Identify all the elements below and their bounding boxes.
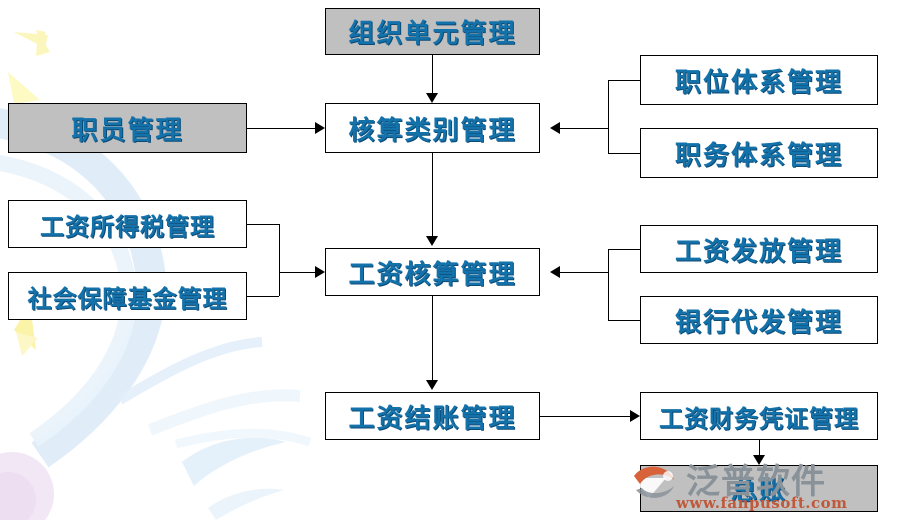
yellow-triangle-icon <box>8 72 40 104</box>
edge-salary-voucher-to-general-ledger <box>759 440 760 455</box>
yellow-triangle-icon <box>14 32 48 48</box>
node-accounting-category[interactable]: 核算类别管理 <box>325 103 540 153</box>
edge-right-top-bracket <box>608 80 609 153</box>
arrowhead-down-icon <box>753 455 765 465</box>
node-bank-payroll[interactable]: 银行代发管理 <box>640 296 878 344</box>
edge-staff-to-accounting-category <box>247 128 315 129</box>
edge-bank-payroll-stub <box>608 320 640 321</box>
node-social-fund[interactable]: 社会保障基金管理 <box>8 272 247 320</box>
arrowhead-right-icon <box>315 266 325 278</box>
edge-right-bottom-to-salary-accounting <box>560 272 608 273</box>
lavender-circle-icon <box>0 452 54 520</box>
node-salary-settlement[interactable]: 工资结账管理 <box>325 392 540 440</box>
node-salary-voucher[interactable]: 工资财务凭证管理 <box>640 392 878 440</box>
arrowhead-left-icon <box>550 122 560 134</box>
edge-accounting-category-to-salary-accounting <box>432 153 433 236</box>
blue-swoosh-icon <box>174 428 312 449</box>
edge-left-bottom-bracket <box>279 224 280 296</box>
edge-right-top-to-accounting-category <box>560 128 608 129</box>
node-general-ledger[interactable]: 总账 <box>640 465 878 512</box>
edge-right-bottom-bracket <box>608 249 609 320</box>
node-salary-payout[interactable]: 工资发放管理 <box>640 225 878 273</box>
node-org-unit[interactable]: 组织单元管理 <box>325 8 540 55</box>
edge-org-unit-to-accounting-category <box>432 55 433 93</box>
arrowhead-down-icon <box>426 380 438 390</box>
node-position-system[interactable]: 职位体系管理 <box>640 55 878 105</box>
node-duty-system[interactable]: 职务体系管理 <box>640 128 878 178</box>
blue-crescent-icon <box>208 488 284 520</box>
node-staff[interactable]: 职员管理 <box>8 103 247 153</box>
edge-position-system-stub <box>608 80 640 81</box>
lavender-circle-icon <box>0 472 36 520</box>
node-income-tax[interactable]: 工资所得税管理 <box>8 200 247 248</box>
arrowhead-left-icon <box>550 266 560 278</box>
edge-duty-system-stub <box>608 153 640 154</box>
edge-social-fund-stub <box>247 296 279 297</box>
edge-salary-accounting-to-salary-settlement <box>432 296 433 380</box>
arrowhead-right-icon <box>315 122 325 134</box>
edge-income-tax-stub <box>247 224 279 225</box>
blue-swoosh-icon <box>117 337 263 405</box>
arrowhead-down-icon <box>426 93 438 103</box>
yellow-triangle-icon <box>36 30 46 44</box>
yellow-triangle-icon <box>36 32 50 56</box>
blue-swoosh-icon <box>147 389 301 436</box>
blue-crescent-icon <box>182 437 286 486</box>
edge-left-bottom-to-salary-accounting <box>279 272 315 273</box>
edge-salary-payout-stub <box>608 249 640 250</box>
node-salary-accounting[interactable]: 工资核算管理 <box>325 248 540 296</box>
arrowhead-down-icon <box>426 236 438 246</box>
yellow-triangle-icon <box>16 332 38 356</box>
edge-salary-settlement-to-salary-voucher <box>540 416 630 417</box>
arrowhead-right-icon <box>630 410 640 422</box>
